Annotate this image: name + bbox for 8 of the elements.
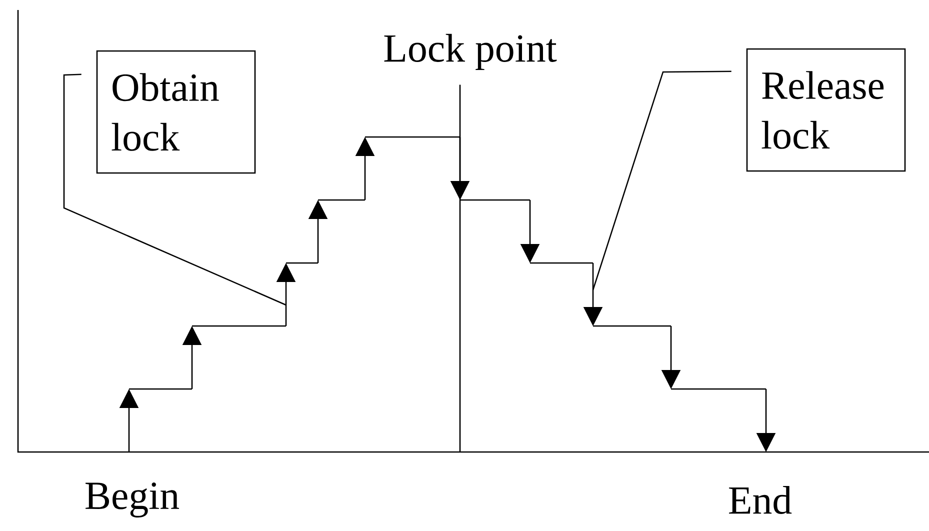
leader-line [63, 74, 286, 306]
callout-box: Release lock [746, 48, 906, 172]
lock-point-line [459, 84, 461, 452]
callout-box: Obtain lock [96, 50, 256, 174]
leader-line [592, 70, 732, 290]
axis-label: End [729, 486, 792, 514]
callout-text: Lock point [384, 34, 557, 70]
axis-label: Begin [86, 482, 179, 518]
